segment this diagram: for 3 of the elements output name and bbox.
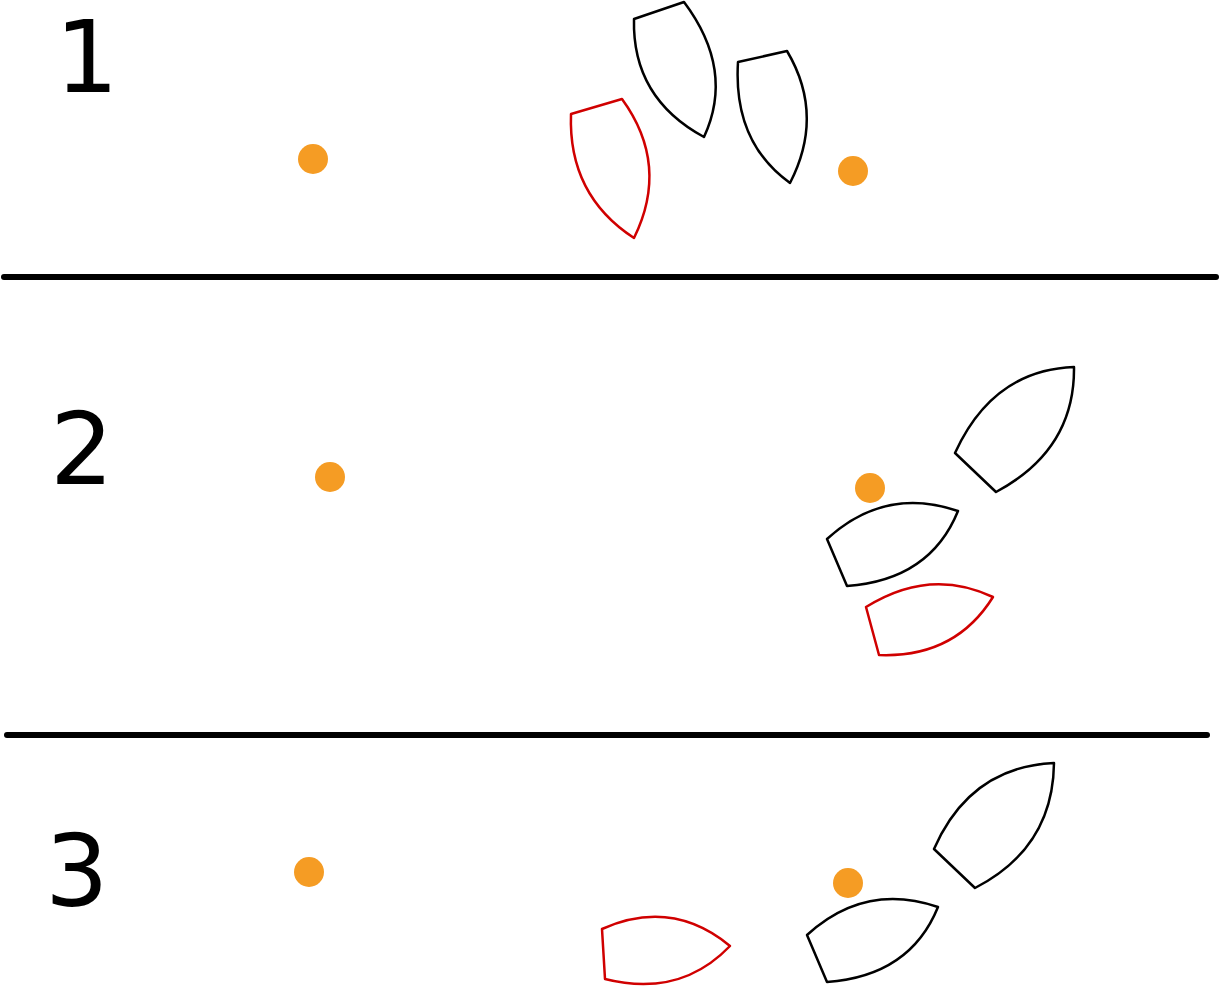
situation-number: 3: [45, 822, 109, 922]
situation-number: 2: [50, 400, 114, 500]
situation-number: 1: [55, 8, 119, 108]
